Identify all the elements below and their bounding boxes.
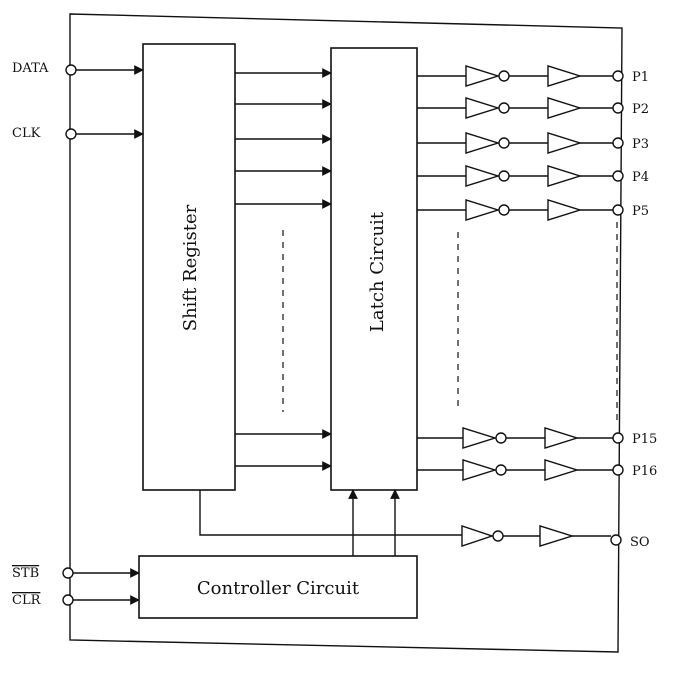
data-pin — [65, 64, 77, 76]
buffer-icon — [547, 97, 583, 119]
output-pin — [612, 204, 624, 216]
buffer-icon — [544, 427, 580, 449]
output-row: P5 — [417, 199, 649, 221]
latch-circuit-label: Latch Circuit — [367, 211, 388, 332]
latch-circuit-block: Latch Circuit — [330, 47, 418, 491]
output-row: P15 — [417, 427, 657, 449]
shift-register-label: Shift Register — [180, 204, 201, 331]
inverter-icon — [465, 165, 501, 187]
controller-circuit-label: Controller Circuit — [197, 578, 360, 599]
clk-pin — [65, 128, 77, 140]
buffer-icon — [547, 65, 583, 87]
output-pin-label: P1 — [632, 70, 649, 85]
clk-pin-label: CLK — [12, 126, 41, 141]
stb-pin-label: STB — [12, 566, 39, 581]
stb-pin — [62, 567, 74, 579]
output-row: P2 — [417, 97, 649, 119]
serial-out-path: SO — [199, 490, 650, 550]
output-pin — [612, 102, 624, 114]
output-pin — [612, 170, 624, 182]
shift-register-block: Shift Register — [142, 43, 236, 491]
output-pin — [612, 432, 624, 444]
so-pin — [610, 534, 622, 546]
inverter-icon — [465, 65, 501, 87]
output-pin-label: P3 — [632, 137, 649, 152]
output-pin-label: P16 — [632, 464, 657, 479]
output-pin-label: P4 — [632, 170, 649, 185]
input-data: DATA — [12, 61, 144, 76]
output-pin — [612, 464, 624, 476]
output-row: P16 — [417, 459, 657, 481]
input-clk: CLK — [12, 126, 144, 141]
output-pin — [612, 70, 624, 82]
output-row: P3 — [417, 132, 649, 154]
inverter-icon — [465, 132, 501, 154]
so-pin-label: SO — [630, 535, 650, 550]
input-stb: STB — [12, 566, 140, 581]
output-pin-label: P5 — [632, 204, 649, 219]
controller-circuit-block: Controller Circuit — [138, 555, 418, 619]
inverter-icon — [465, 97, 501, 119]
data-pin-label: DATA — [12, 61, 49, 76]
input-clr: CLR — [12, 593, 140, 608]
clr-pin-label: CLR — [12, 593, 42, 608]
clr-pin — [62, 594, 74, 606]
output-row: P4 — [417, 165, 649, 187]
buffer-icon — [544, 459, 580, 481]
inverter-icon — [462, 459, 498, 481]
buffer-icon — [547, 199, 583, 221]
controller-to-latch-arrows — [348, 489, 400, 556]
output-pin-label: P2 — [632, 102, 649, 117]
output-pin-label: P15 — [632, 432, 657, 447]
sr-to-latch-arrows — [235, 68, 332, 471]
inverter-icon — [462, 427, 498, 449]
buffer-icon — [547, 132, 583, 154]
buffer-icon — [547, 165, 583, 187]
output-row: P1 — [417, 65, 649, 87]
inverter-icon — [465, 199, 501, 221]
output-pin — [612, 137, 624, 149]
chip-boundary — [69, 13, 623, 653]
